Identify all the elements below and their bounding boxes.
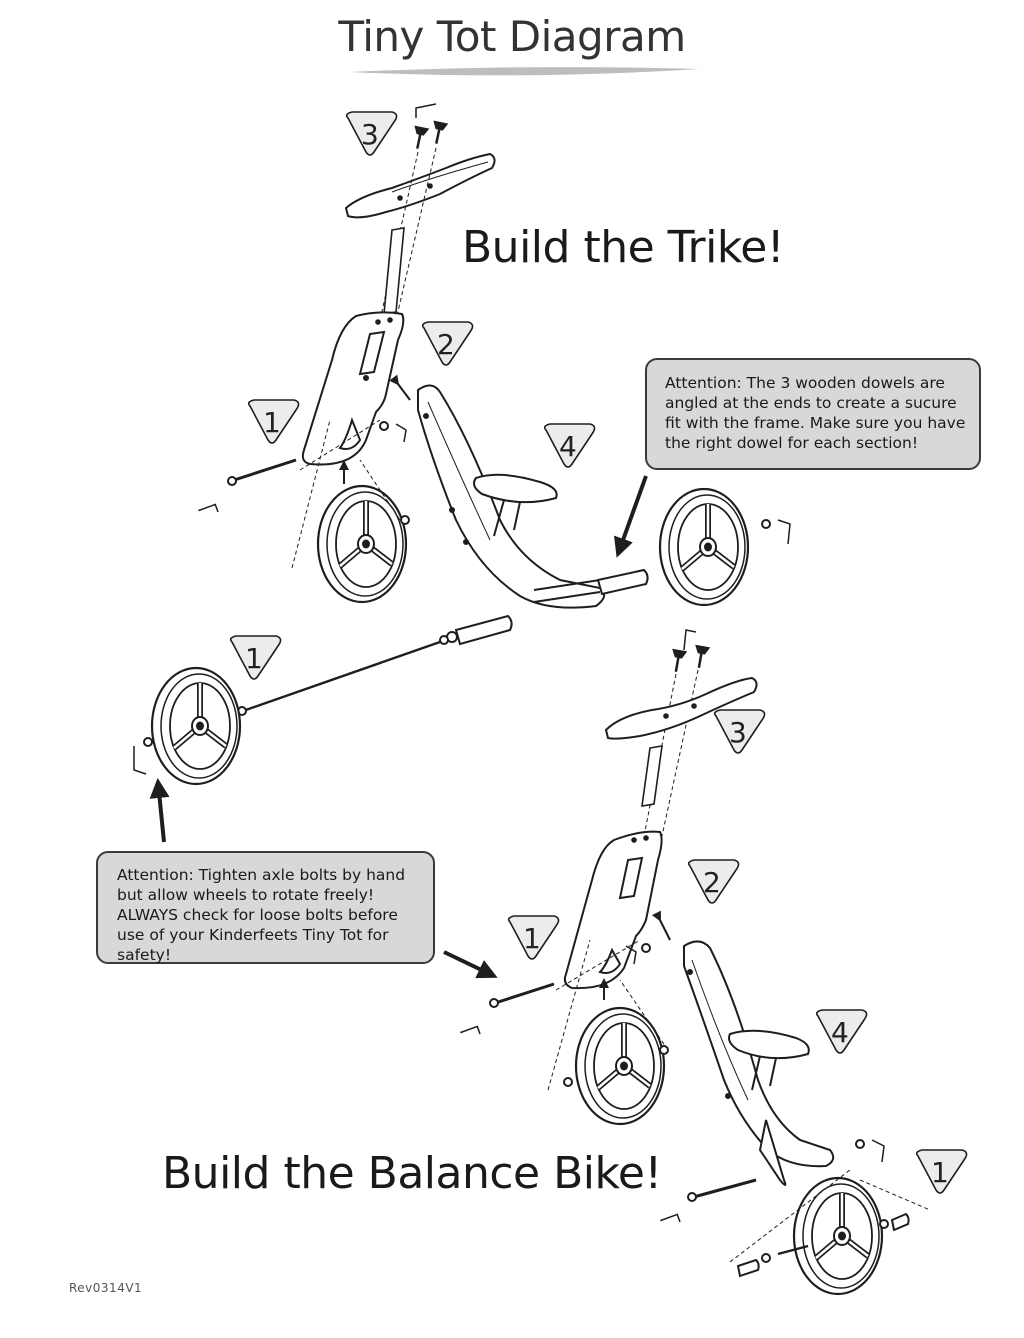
bike-step-3-badge: 3 — [713, 709, 766, 754]
title-underline — [350, 67, 700, 76]
trike-step-3-badge: 3 — [345, 111, 398, 156]
svg-text:1: 1 — [245, 642, 263, 675]
trike-heading: Build the Trike! — [462, 222, 784, 273]
svg-text:3: 3 — [361, 118, 379, 151]
svg-text:2: 2 — [437, 328, 455, 361]
bike-screws — [643, 629, 710, 837]
trike-step-1-badge: 1 — [247, 399, 300, 444]
trike-rear-left-wheel — [152, 668, 240, 784]
bike-seat — [728, 1029, 810, 1091]
svg-text:1: 1 — [931, 1156, 949, 1189]
bike-step-2-badge: 2 — [687, 859, 740, 904]
axle-bolts-attention-callout: Attention: Tighten axle bolts by hand bu… — [96, 851, 435, 964]
trike-head-frame — [301, 311, 405, 466]
bike-step-1-front-badge: 1 — [507, 915, 560, 960]
svg-text:1: 1 — [523, 922, 541, 955]
revision-code: Rev0314V1 — [69, 1281, 143, 1295]
trike-seat — [473, 473, 558, 537]
dowel-attention-text: Attention: The 3 wooden dowels are angle… — [665, 374, 966, 452]
axle-bolts-attention-text: Attention: Tighten axle bolts by hand bu… — [117, 866, 406, 904]
page-title: Tiny Tot Diagram — [338, 12, 686, 61]
trike-handlebar — [344, 152, 496, 219]
trike-rear-right-wheel — [660, 489, 748, 605]
bike-rear-wheel — [794, 1178, 882, 1294]
bike-handlebar — [604, 676, 758, 740]
trike-main-frame — [417, 384, 606, 609]
bike-step-4-badge: 4 — [815, 1009, 868, 1054]
svg-text:4: 4 — [559, 430, 577, 463]
svg-text:4: 4 — [831, 1016, 849, 1049]
svg-text:1: 1 — [263, 406, 281, 439]
trike-step-2-badge: 2 — [421, 321, 474, 366]
safety-check-text: ALWAYS check for loose bolts before use … — [117, 906, 398, 964]
trike-front-wheel — [318, 486, 406, 602]
trike-step-4-badge: 4 — [543, 423, 596, 468]
bike-step-1-rear-badge: 1 — [915, 1149, 968, 1194]
svg-text:3: 3 — [729, 716, 747, 749]
trike-axle-step-1-badge: 1 — [229, 635, 282, 680]
bike-head-frame — [563, 830, 663, 990]
svg-text:2: 2 — [703, 866, 721, 899]
balance-bike-heading: Build the Balance Bike! — [162, 1148, 662, 1199]
bike-main-frame — [683, 940, 835, 1186]
dowel-attention-callout: Attention: The 3 wooden dowels are angle… — [645, 358, 981, 470]
